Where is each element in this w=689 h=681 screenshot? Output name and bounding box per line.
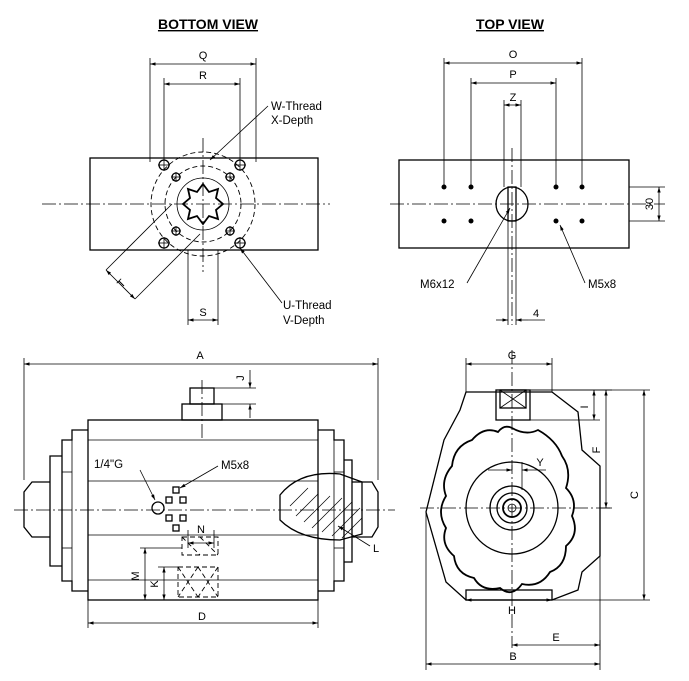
bolt-hole-inner	[171, 172, 235, 236]
dim-a: A	[196, 350, 204, 362]
dim-q: Q	[199, 50, 208, 62]
top-view: O P Z 30 4 M6x12 M5x8	[390, 49, 665, 325]
v-depth-label: V-Depth	[283, 315, 325, 327]
u-thread-label: U-Thread	[283, 300, 332, 312]
top-holes	[441, 184, 585, 224]
m6x12-label: M6x12	[420, 279, 455, 291]
bolt-hole-outer	[158, 159, 246, 249]
dim-s: S	[199, 307, 206, 319]
m5x8-label-front: M5x8	[221, 460, 249, 472]
dim-4: 4	[533, 308, 539, 320]
front-view: A J D N M K 1/4"G M5x8 L	[14, 350, 395, 628]
dim-r: R	[199, 70, 207, 82]
dim-30: 30	[644, 198, 656, 210]
w-thread-label: W-Thread	[271, 101, 322, 113]
dim-c: C	[629, 491, 641, 499]
dim-j: J	[235, 375, 247, 381]
dim-m: M	[130, 571, 142, 580]
dim-o: O	[509, 49, 518, 61]
top-view-title: TOP VIEW	[476, 16, 545, 32]
dim-n: N	[197, 524, 205, 536]
dim-p: P	[509, 69, 516, 81]
dim-f: F	[591, 446, 603, 453]
dim-h: H	[508, 605, 516, 617]
side-view: G I F C Y H E B	[420, 350, 650, 670]
dim-i: I	[579, 405, 591, 408]
port-g-label: 1/4"G	[94, 459, 123, 471]
dim-z: Z	[510, 92, 517, 104]
section-hatching	[289, 487, 363, 539]
x-depth-label: X-Depth	[271, 115, 313, 127]
dim-l: L	[373, 543, 379, 555]
dim-g: G	[508, 350, 517, 362]
port-holes	[151, 486, 187, 532]
dim-t: T	[115, 277, 128, 290]
bottom-view-title: BOTTOM VIEW	[158, 16, 259, 32]
m5x8-label-top: M5x8	[588, 279, 616, 291]
dim-k: K	[149, 580, 161, 588]
dim-e: E	[552, 632, 559, 644]
dim-b: B	[509, 651, 516, 663]
dim-y: Y	[536, 457, 544, 469]
dim-d: D	[198, 611, 206, 623]
bottom-view: Q R S T W-Thread X-Depth U-Thread V-Dept…	[42, 50, 332, 327]
